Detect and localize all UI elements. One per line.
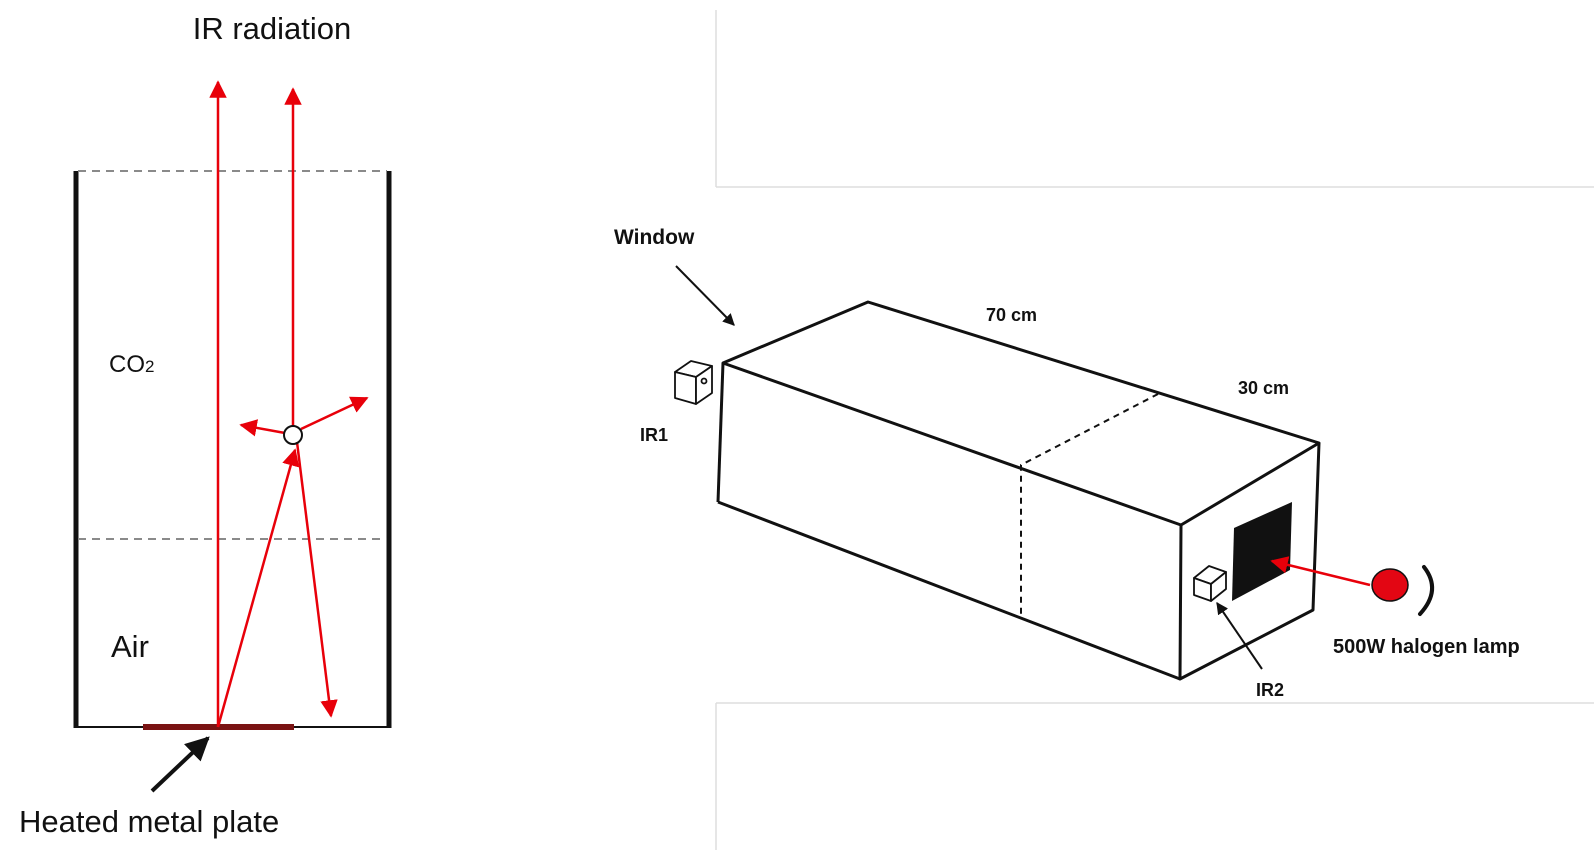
ir2-sensor-icon bbox=[1193, 565, 1227, 602]
ir-ray-reemitted-down bbox=[295, 441, 338, 718]
width-dimension-label: 30 cm bbox=[1238, 378, 1289, 398]
co2-molecule-icon bbox=[283, 425, 303, 445]
lamp-beam-arrow bbox=[1270, 556, 1371, 587]
window-label: Window bbox=[614, 226, 695, 249]
box-experiment-diagram: Window 70 cm 30 cm IR1 IR2 500W halogen … bbox=[614, 10, 1594, 850]
chamber-box bbox=[716, 300, 1321, 681]
heated-metal-plate-label: Heated metal plate bbox=[19, 804, 279, 839]
co2-label: CO2 bbox=[109, 351, 154, 378]
lamp-reflector-icon bbox=[1418, 565, 1434, 616]
ir-ray-reemitted-left bbox=[239, 419, 286, 437]
halogen-lamp-label: 500W halogen lamp bbox=[1333, 636, 1520, 658]
co2-label-subscript: 2 bbox=[145, 357, 154, 376]
ir1-sensor-front bbox=[695, 365, 713, 405]
ir1-sensor-icon bbox=[674, 360, 713, 405]
air-label: Air bbox=[111, 629, 149, 664]
chamber-bottom-edge bbox=[717, 500, 1181, 681]
window-pointer-arrow bbox=[675, 265, 735, 326]
black-target-panel bbox=[1232, 502, 1292, 601]
chamber-divider bbox=[1020, 393, 1159, 617]
ir-ray-reemitted-right bbox=[300, 396, 369, 431]
ir2-label: IR2 bbox=[1256, 680, 1284, 700]
halogen-lamp-icon bbox=[1371, 568, 1409, 602]
greenhouse-column-diagram: IR radiation CO2 Air Heated metal plate bbox=[19, 11, 392, 839]
ir-ray-to-molecule bbox=[216, 448, 300, 728]
ir1-label: IR1 bbox=[640, 425, 668, 445]
ir1-sensor-side bbox=[674, 371, 697, 405]
plate-pointer-arrow bbox=[150, 736, 210, 793]
chamber-left-edge bbox=[716, 362, 725, 503]
ir1-sensor-lens bbox=[700, 377, 708, 385]
ir2-sensor-front bbox=[1210, 571, 1227, 602]
ir-radiation-title: IR radiation bbox=[193, 11, 352, 46]
ir2-pointer-arrow bbox=[1216, 602, 1263, 670]
length-dimension-label: 70 cm bbox=[986, 305, 1037, 325]
co2-label-main: CO bbox=[109, 351, 145, 378]
